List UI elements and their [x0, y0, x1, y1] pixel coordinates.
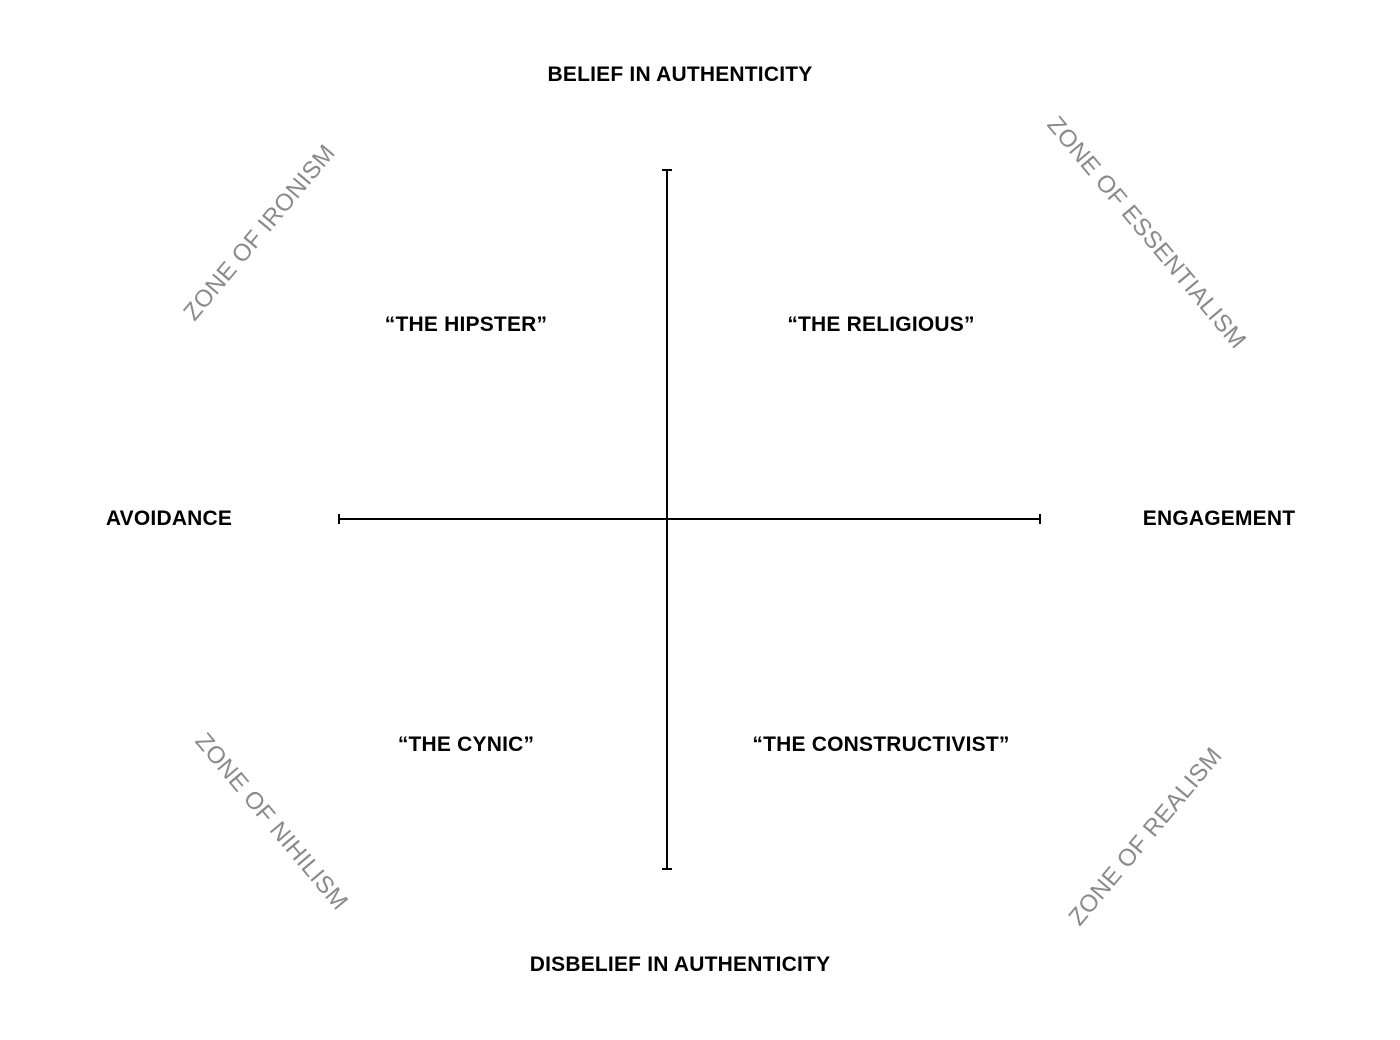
axis-label-top: BELIEF IN AUTHENTICITY: [547, 63, 813, 86]
quadrant-label-bottom-left: “THE CYNIC”: [397, 733, 535, 756]
quadrant-label-bottom-right: “THE CONSTRUCTIVIST”: [752, 733, 1010, 756]
axis-label-right: ENGAGEMENT: [1142, 507, 1296, 530]
axis-label-left: AVOIDANCE: [105, 507, 233, 530]
quadrant-label-top-left: “THE HIPSTER”: [384, 313, 548, 336]
quadrant-label-top-right: “THE RELIGIOUS”: [787, 313, 975, 336]
axis-label-bottom: DISBELIEF IN AUTHENTICITY: [529, 953, 831, 976]
